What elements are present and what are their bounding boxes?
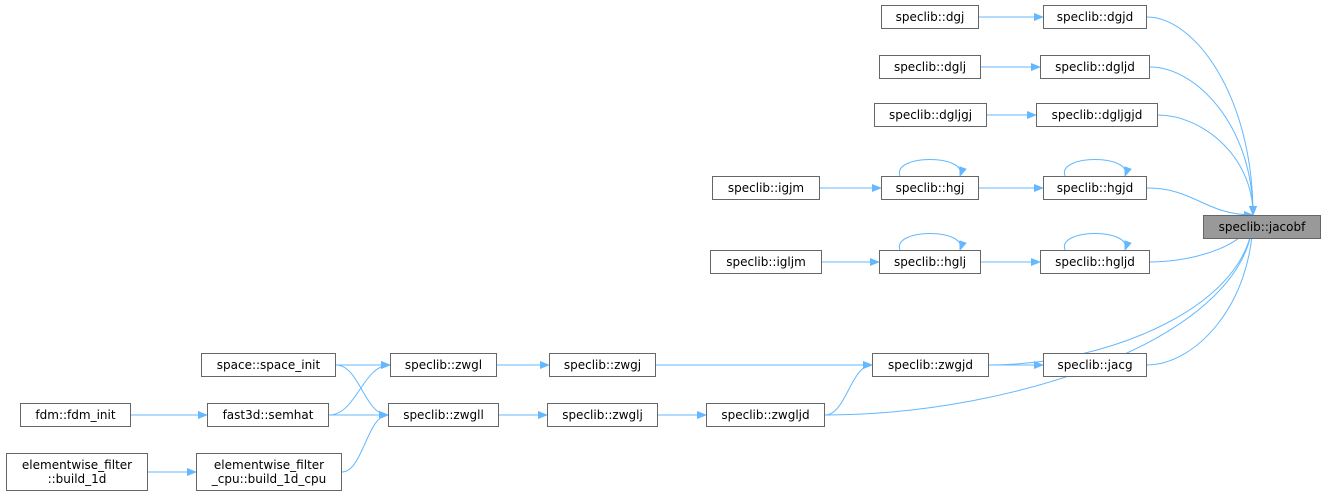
edge-semhat-to-zwgl — [328, 361, 391, 416]
node-semhat[interactable]: fast3d::semhat — [207, 403, 329, 427]
self-loop-hgljd — [1064, 233, 1132, 251]
edge-dgljgjd-to-jacobf — [1157, 114, 1257, 216]
edge-space-init-to-zwgll — [335, 364, 389, 419]
node-zwgl[interactable]: speclib::zwgl — [390, 353, 497, 377]
node-dglj[interactable]: speclib::dglj — [879, 55, 981, 79]
node-build-1d[interactable]: elementwise_filter ::build_1d — [6, 453, 148, 491]
node-dgjd[interactable]: speclib::dgjd — [1043, 5, 1147, 29]
node-zwgljd[interactable]: speclib::zwgljd — [706, 403, 825, 427]
node-hgljd[interactable]: speclib::hgljd — [1040, 250, 1150, 274]
node-space-init[interactable]: space::space_init — [201, 353, 336, 377]
edge-dgjd-to-jacobf — [1146, 16, 1257, 216]
self-loop-hgj — [899, 159, 967, 177]
node-fdm-init[interactable]: fdm::fdm_init — [20, 403, 131, 427]
node-hglj[interactable]: speclib::hglj — [879, 250, 981, 274]
edge-build-1d-cpu-to-zwgll — [341, 411, 389, 473]
node-build-1d-cpu[interactable]: elementwise_filter _cpu::build_1d_cpu — [196, 453, 342, 491]
node-dgljgjd[interactable]: speclib::dgljgjd — [1036, 103, 1158, 127]
node-jacobf: speclib::jacobf — [1203, 215, 1321, 239]
edge-zwgljd-to-jacobf — [824, 214, 1257, 416]
node-dgj[interactable]: speclib::dgj — [881, 5, 979, 29]
node-zwgj[interactable]: speclib::zwgj — [549, 353, 656, 377]
self-loop-hgjd — [1064, 159, 1132, 177]
node-dgljgj[interactable]: speclib::dgljgj — [874, 103, 987, 127]
edge-zwgljd-to-zwgjd — [824, 361, 873, 416]
node-igjm[interactable]: speclib::igjm — [712, 176, 820, 200]
node-hgj[interactable]: speclib::hgj — [881, 176, 979, 200]
edge-dgljd-to-jacobf — [1149, 66, 1257, 216]
self-loop-hglj — [899, 233, 967, 251]
node-igljm[interactable]: speclib::igljm — [710, 250, 822, 274]
node-zwgll[interactable]: speclib::zwgll — [388, 403, 499, 427]
node-zwglj[interactable]: speclib::zwglj — [547, 403, 658, 427]
node-jacg[interactable]: speclib::jacg — [1043, 353, 1147, 377]
edge-jacg-to-jacobf — [1146, 214, 1257, 366]
node-hgjd[interactable]: speclib::hgjd — [1043, 176, 1147, 200]
node-zwgjd[interactable]: speclib::zwgjd — [872, 353, 989, 377]
edge-hgjd-to-jacobf — [1146, 187, 1254, 219]
node-dgljd[interactable]: speclib::dgljd — [1040, 55, 1150, 79]
